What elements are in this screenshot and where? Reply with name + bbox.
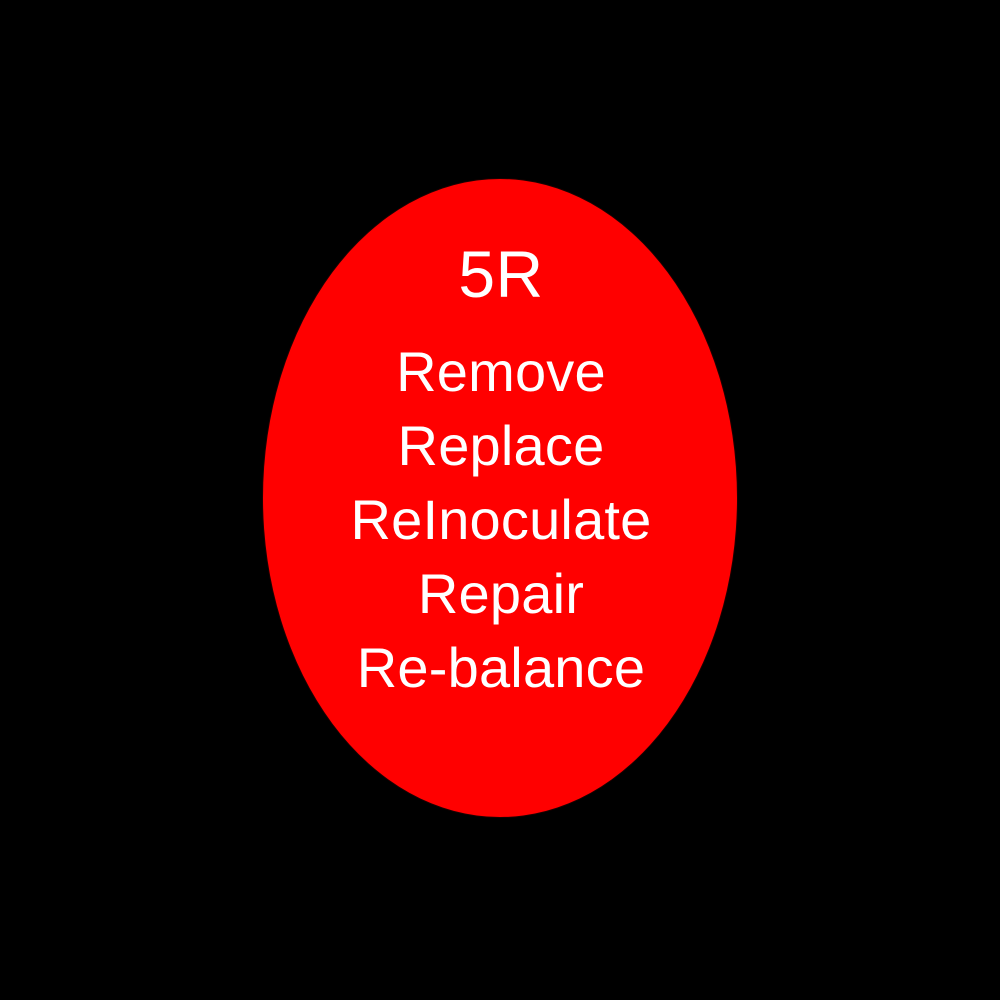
node-5r-ellipse[interactable]: 5R Remove Replace ReInoculate Repair Re-… [262,178,738,818]
list-item: ReInoculate [350,488,652,551]
list-item: Replace [397,414,605,477]
list-item: Remove [396,340,606,403]
list-item: Re-balance [356,636,646,699]
node-text-block: 5R Remove Replace ReInoculate Repair Re-… [263,179,739,819]
list-item: Repair [417,562,585,625]
node-item-list: Remove Replace ReInoculate Repair Re-bal… [350,335,651,705]
node-title: 5R [458,237,544,311]
